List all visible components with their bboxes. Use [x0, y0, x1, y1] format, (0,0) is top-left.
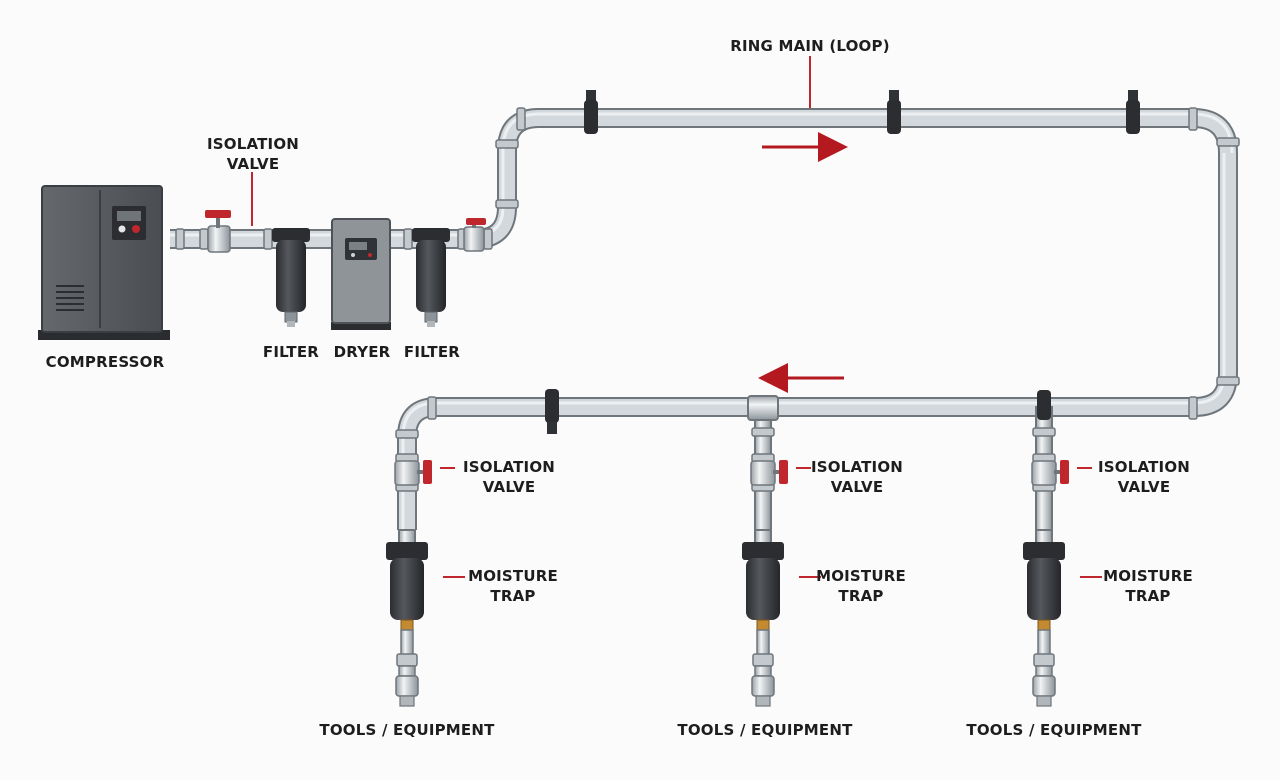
- ring-main-pipework: [170, 108, 1238, 538]
- drop-assemblies: [386, 453, 1102, 707]
- pipe-hanger: [584, 90, 598, 134]
- drop-1-isolation-valve-label: ISOLATION VALVE: [459, 457, 559, 497]
- drop-1-isolation-valve: [394, 460, 432, 486]
- compressor-label: COMPRESSOR: [45, 353, 165, 371]
- drop-3-quick-coupler: [1032, 629, 1056, 707]
- pipe-hanger: [887, 90, 901, 134]
- drop-3-isolation-valve-label: ISOLATION VALVE: [1094, 457, 1194, 497]
- pipe-hanger: [1126, 90, 1140, 134]
- dryer-label: DRYER: [333, 343, 391, 361]
- drop-1-trap-label-line-1: MOISTURE: [468, 567, 558, 585]
- drop-3-tools-equipment-label: TOOLS / EQUIPMENT: [966, 721, 1142, 739]
- drop-3-isolation-valve: [1031, 460, 1069, 486]
- drop-1-assembly: [386, 453, 465, 707]
- drop-1-tools-equipment-label: TOOLS / EQUIPMENT: [319, 721, 495, 739]
- drop-3-valve-label-line-1: ISOLATION: [1097, 458, 1191, 476]
- drop-1-quick-coupler: [395, 629, 419, 707]
- compressor-control-panel: [112, 206, 146, 240]
- drop-2-trap-label-line-1: MOISTURE: [816, 567, 906, 585]
- drop-1-valve-label-line-1: ISOLATION: [462, 458, 556, 476]
- drop-2-valve-label-line-2: VALVE: [830, 478, 884, 496]
- pipe-couplings: [395, 107, 1240, 439]
- drop-1-trap-label-line-2: TRAP: [490, 587, 536, 605]
- drop-2-tools-equipment-label: TOOLS / EQUIPMENT: [677, 721, 853, 739]
- ring-main-label: RING MAIN (LOOP): [730, 37, 890, 55]
- filter-2-label: FILTER: [403, 343, 461, 361]
- supply-isolation-valve-label: ISOLATION VALVE: [188, 134, 318, 174]
- pipe-hangers: [545, 90, 1140, 434]
- drop-2-moisture-trap-label: MOISTURE TRAP: [811, 566, 911, 606]
- drop-3-valve-label-line-2: VALVE: [1117, 478, 1171, 496]
- drop-1-moisture-trap-label: MOISTURE TRAP: [463, 566, 563, 606]
- drop-2-moisture-trap: [742, 542, 784, 631]
- pipe-hanger: [1037, 390, 1051, 420]
- supply-valve-label-line-2: VALVE: [226, 155, 280, 173]
- drop-3-assembly: [1023, 453, 1102, 707]
- dryer: [331, 218, 391, 330]
- drop-3-moisture-trap: [1023, 542, 1065, 631]
- drop-3-trap-label-line-2: TRAP: [1125, 587, 1171, 605]
- riser-valve: [463, 218, 486, 252]
- drop-2-trap-label-line-2: TRAP: [838, 587, 884, 605]
- drop-1-valve-label-line-2: VALVE: [482, 478, 536, 496]
- compressor-vent: [56, 285, 84, 311]
- filter-1-label: FILTER: [262, 343, 320, 361]
- filter-1: [272, 228, 310, 327]
- pipe-hanger: [545, 389, 559, 434]
- supply-isolation-valve: [205, 210, 231, 253]
- drop-2-quick-coupler: [751, 629, 775, 707]
- drop-3-moisture-trap-label: MOISTURE TRAP: [1098, 566, 1198, 606]
- filter-2: [412, 228, 450, 327]
- drop-2-assembly: [742, 453, 821, 707]
- supply-valve-label-line-1: ISOLATION: [206, 135, 300, 153]
- drop-2-isolation-valve-label: ISOLATION VALVE: [807, 457, 907, 497]
- drop-3-trap-label-line-1: MOISTURE: [1103, 567, 1193, 585]
- drop-2-isolation-valve: [750, 460, 788, 486]
- drop-1-moisture-trap: [386, 542, 428, 631]
- drop-2-valve-label-line-1: ISOLATION: [810, 458, 904, 476]
- compressor: [38, 185, 170, 340]
